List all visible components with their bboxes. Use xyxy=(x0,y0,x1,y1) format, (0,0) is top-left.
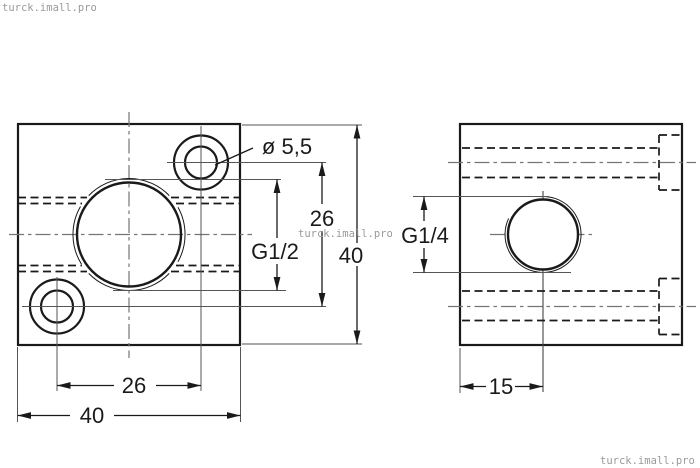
dim-g14-thread: G1/4 xyxy=(401,196,449,273)
arrowhead xyxy=(353,125,361,139)
dim-hole-diameter: ø 5,5 xyxy=(214,134,312,166)
arrowhead xyxy=(353,330,361,344)
watermark-bottom-right: turck.imall.pro xyxy=(600,455,695,467)
counterbore-hidden-top xyxy=(658,134,681,191)
leader-line xyxy=(214,147,254,166)
front-extension-lines xyxy=(17,124,362,422)
dim-horizontal-hole-spacing-label: 26 xyxy=(122,373,146,398)
dim-vertical-hole-spacing-label: 26 xyxy=(310,206,334,231)
dim-g12-thread-label: G1/2 xyxy=(251,239,299,264)
watermark-center: turck.imall.pro xyxy=(298,228,393,240)
counterbore-hidden-bottom xyxy=(658,277,681,336)
dim-vertical-hole-spacing: 26 xyxy=(310,162,334,307)
dim-block-width: 40 xyxy=(17,403,241,428)
g14-threaded-hole xyxy=(504,195,582,273)
thread-crest-arc xyxy=(72,206,82,265)
dim-horizontal-hole-spacing: 26 xyxy=(57,373,201,398)
dim-block-height-label: 40 xyxy=(339,243,363,268)
arrowhead xyxy=(420,259,428,273)
arrowhead xyxy=(273,179,281,193)
watermark-top-left: turck.imall.pro xyxy=(2,2,97,14)
arrowhead xyxy=(460,383,474,390)
dim-thread-offset: 15 xyxy=(460,374,543,399)
arrowhead xyxy=(57,382,71,389)
dim-g14-thread-label: G1/4 xyxy=(401,223,449,248)
arrowhead xyxy=(17,412,31,419)
thread-crest-arc xyxy=(177,207,186,262)
front-view: 26 40 G1/2 ø 5,5 26 xyxy=(9,112,363,428)
arrowhead xyxy=(318,293,326,307)
arrowhead xyxy=(227,412,241,419)
thread-crest-arc xyxy=(88,178,170,196)
thread-minor-circle xyxy=(506,198,580,271)
dim-thread-offset-label: 15 xyxy=(489,374,513,399)
arrowhead xyxy=(420,196,428,210)
dim-hole-diameter-label: ø 5,5 xyxy=(262,134,312,159)
arrowhead xyxy=(273,277,281,291)
side-block-body xyxy=(458,122,684,347)
dim-block-width-label: 40 xyxy=(80,403,104,428)
arrowhead xyxy=(529,383,543,390)
front-hidden-lines xyxy=(18,196,240,273)
arrowhead xyxy=(187,382,201,389)
arrowhead xyxy=(318,162,326,176)
dim-g12-thread: G1/2 xyxy=(251,179,299,291)
side-hidden-lines xyxy=(462,134,681,336)
dim-block-height: 40 xyxy=(339,125,363,344)
thread-crest-arc xyxy=(504,195,582,273)
front-centerlines xyxy=(9,112,252,358)
thread-minor-circle xyxy=(75,181,183,288)
side-view: G1/4 15 xyxy=(401,122,696,399)
side-extension-lines xyxy=(413,196,571,393)
